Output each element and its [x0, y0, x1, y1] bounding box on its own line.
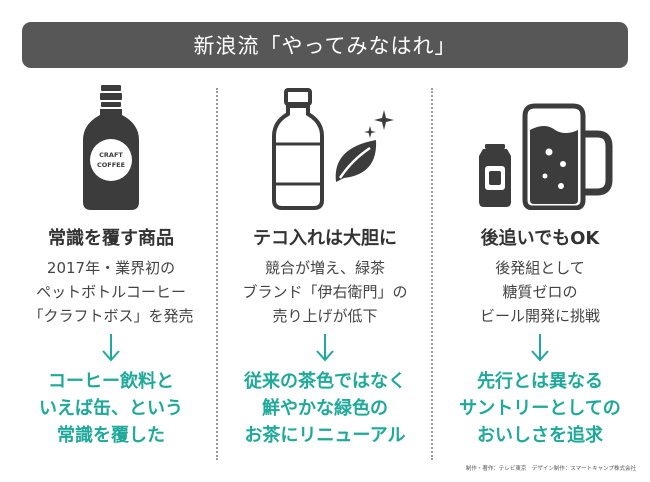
column-description: 後発組として 糖質ゼロの ビール開発に挑戦: [433, 256, 647, 328]
column-description: 2017年・業界初の ペットボトルコーヒー 「クラフトボス」を発売: [4, 256, 218, 328]
column-zero-sugar-beer: 後追いでもOK 後発組として 糖質ゼロの ビール開発に挑戦 先行とは異なる サン…: [433, 0, 647, 482]
column-icon-area: CRAFT COFFEE: [4, 84, 218, 212]
down-arrow-icon: [531, 334, 549, 362]
beer-mug-icon: [522, 103, 613, 210]
description-line: 「クラフトボス」を発売: [28, 307, 194, 325]
result-line: コーヒー飲料と: [48, 371, 174, 392]
column-result: コーヒー飲料と いえば缶、という 常識を覆した: [4, 368, 218, 449]
result-line: いえば缶、という: [39, 398, 183, 419]
down-arrow-icon: [316, 334, 334, 362]
description-line: 売り上げが低下: [272, 307, 378, 325]
description-line: 2017年・業界初の: [46, 259, 176, 277]
column-result: 従来の茶色ではなく 鮮やかな緑色の お茶にリニューアル: [218, 368, 432, 449]
column-iyemon: テコ入れは大胆に 競合が増え、緑茶 ブランド「伊右衛門」の 売り上げが低下 従来…: [218, 0, 432, 482]
column-heading: テコ入れは大胆に: [253, 228, 397, 249]
column-description: 競合が増え、緑茶 ブランド「伊右衛門」の 売り上げが低下: [218, 256, 432, 328]
column-result: 先行とは異なる サントリーとしての おいしさを追求: [433, 368, 647, 449]
bottle-icon: CRAFT COFFEE: [83, 85, 139, 210]
tea-bottle-icon: [272, 88, 324, 210]
can-icon: [479, 144, 511, 207]
description-line: 糖質ゼロの: [502, 283, 578, 301]
column-divider: [216, 88, 218, 460]
description-line: ペットボトルコーヒー: [36, 283, 186, 301]
label-line-1: CRAFT: [99, 151, 123, 159]
result-line: おいしさを追求: [477, 425, 603, 446]
sparkle-icon: [364, 110, 394, 138]
result-line: 先行とは異なる: [477, 371, 603, 392]
column-icon-area: [218, 84, 432, 212]
column-divider: [431, 88, 433, 460]
column-icon-area: [433, 84, 647, 212]
description-line: 競合が増え、緑茶: [264, 259, 385, 277]
down-arrow-icon: [102, 334, 120, 362]
description-line: ブランド「伊右衛門」の: [242, 283, 408, 301]
column-heading: 後追いでもOK: [480, 228, 600, 249]
title-bar: 新浪流「やってみなはれ」: [22, 22, 628, 68]
description-line: ビール開発に挑戦: [479, 307, 600, 325]
leaf-icon: [335, 140, 377, 182]
page-title: 新浪流「やってみなはれ」: [193, 34, 457, 58]
result-line: 鮮やかな緑色の: [262, 398, 388, 419]
result-line: サントリーとしての: [459, 398, 621, 419]
column-craft-boss: CRAFT COFFEE 常識を覆す商品 2017年・業界初の ペットボトルコー…: [4, 0, 218, 482]
result-line: 常識を覆した: [57, 425, 165, 446]
column-heading: 常識を覆す商品: [48, 228, 174, 249]
result-line: 従来の茶色ではなく: [244, 371, 406, 392]
label-line-2: COFFEE: [97, 161, 125, 169]
description-line: 後発組として: [495, 259, 585, 277]
result-line: お茶にリニューアル: [244, 425, 406, 446]
credit-text: 制作・著作：テレビ東京 デザイン制作：スマートキャンプ株式会社: [465, 466, 636, 472]
